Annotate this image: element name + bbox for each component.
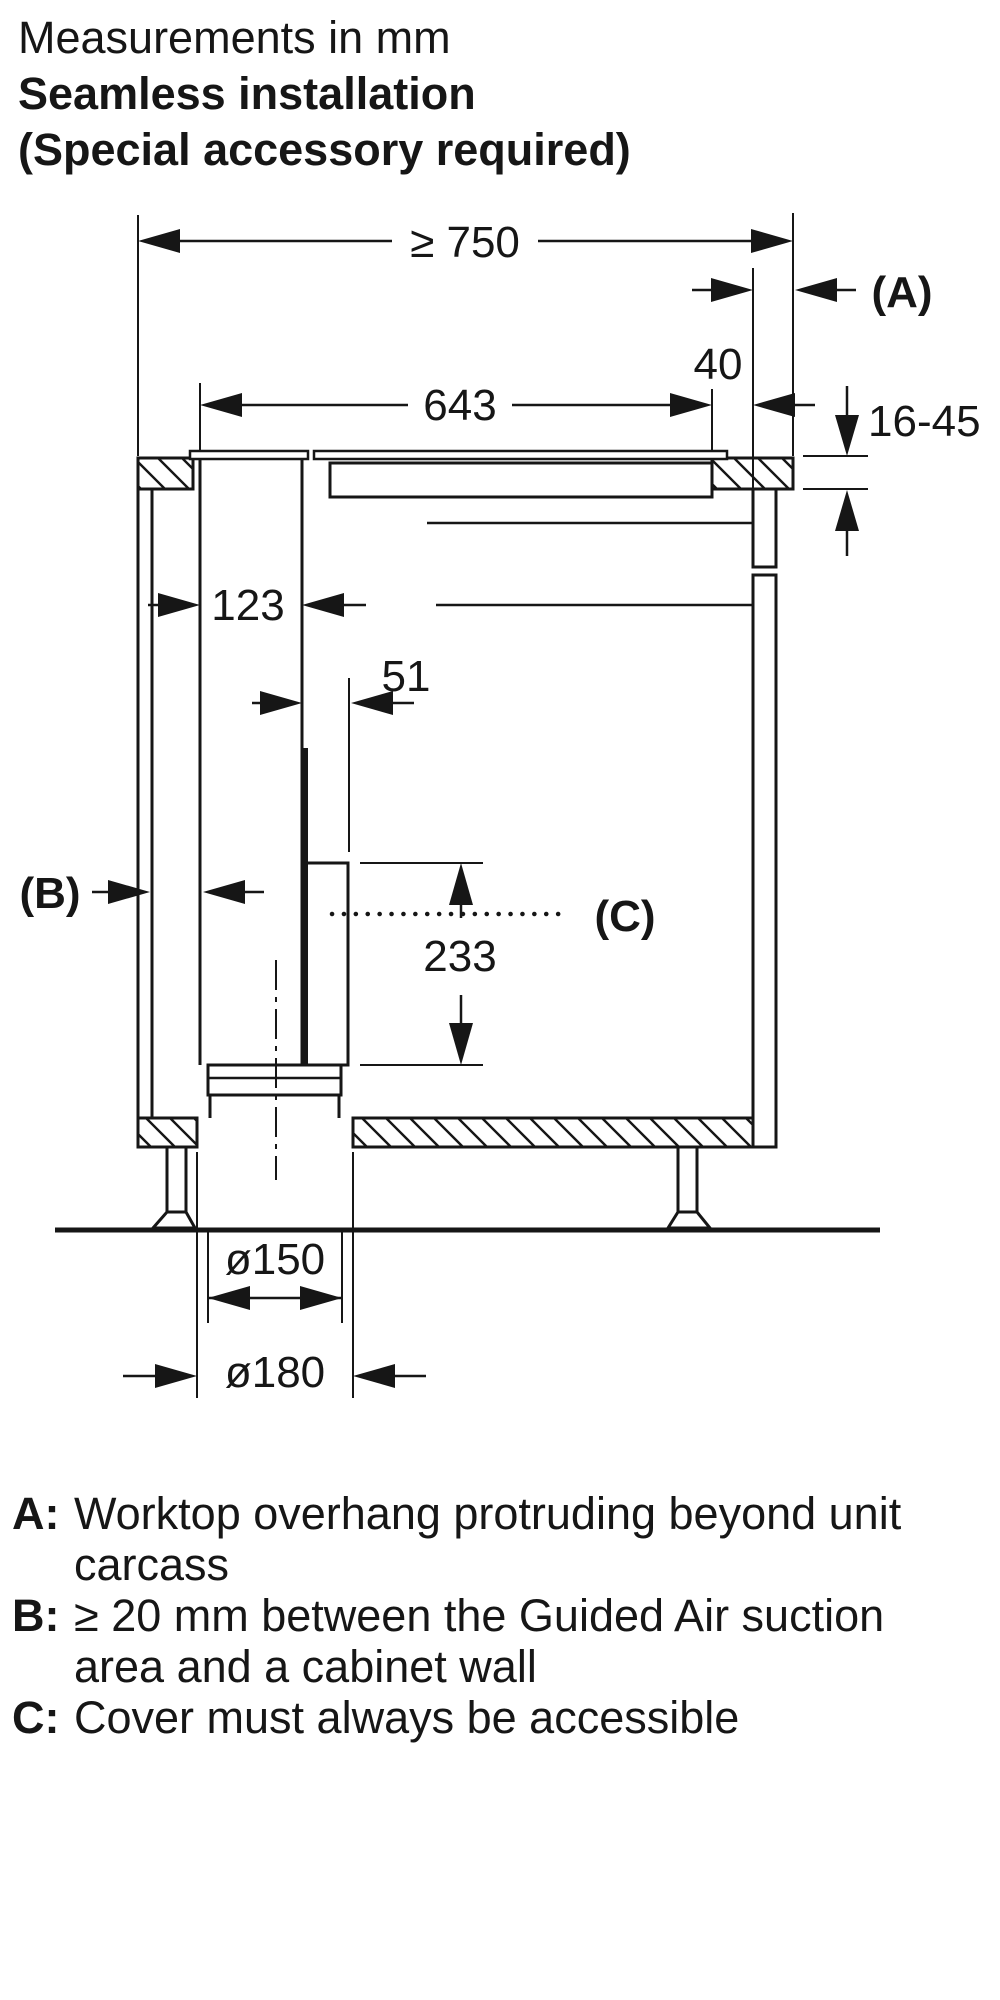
- legend-item-b: B: ≥ 20 mm between the Guided Air suctio…: [12, 1590, 972, 1692]
- duct-flange: [206, 1063, 343, 1097]
- arrow-right-icon: [670, 393, 712, 417]
- arrow-left-icon: [138, 229, 180, 253]
- cabinet-leg-right: [665, 1147, 714, 1230]
- dim-150-label: ø150: [225, 1235, 325, 1284]
- hob-body: [328, 461, 714, 499]
- dim-233-label: 233: [423, 932, 496, 981]
- arrow-left-icon: [203, 880, 245, 904]
- vent-cover-strip: [188, 449, 310, 461]
- dim-cover-height: [449, 863, 473, 1065]
- title-sub: (Special accessory required): [18, 124, 631, 175]
- arrow-up-icon: [835, 490, 859, 531]
- dim-40-label: 40: [694, 340, 743, 389]
- arrow-right-icon: [711, 278, 753, 302]
- cabinet-wall-left: [136, 489, 154, 1118]
- dim-51-label: 51: [382, 652, 431, 701]
- title-units: Measurements in mm: [18, 12, 451, 63]
- arrow-left-icon: [795, 278, 837, 302]
- callout-a-label: (A): [871, 268, 932, 317]
- arrow-right-icon: [751, 229, 793, 253]
- dim-180-label: ø180: [225, 1348, 325, 1397]
- arrow-left-icon: [208, 1286, 250, 1310]
- dim-duct-outer: [123, 1364, 426, 1388]
- worktop-left-section: [136, 456, 195, 491]
- dim-min-width-label: ≥ 750: [410, 218, 520, 267]
- cabinet-floor-right: [351, 1116, 755, 1149]
- dim-min-width: [138, 229, 793, 253]
- legend-key-a: A:: [12, 1488, 60, 1539]
- duct-tube: [208, 1095, 341, 1118]
- arrow-right-icon: [300, 1286, 342, 1310]
- worktop-right-section: [710, 456, 795, 491]
- arrow-left-icon: [351, 691, 393, 715]
- arrow-down-icon: [449, 1023, 473, 1065]
- legend-text-a: Worktop overhang protruding beyond unit …: [74, 1488, 902, 1590]
- legend-text-c: Cover must always be accessible: [74, 1692, 740, 1743]
- dim-callout-b: [92, 880, 264, 904]
- cabinet-floor-left: [136, 1116, 199, 1149]
- title-main: Seamless installation: [18, 68, 476, 119]
- legend-item-c: C: Cover must always be accessible: [12, 1692, 972, 1743]
- dim-643-label: 643: [423, 381, 496, 430]
- arrow-right-icon: [155, 1364, 197, 1388]
- dim-duct-width: [148, 593, 366, 617]
- duct-channel: [198, 459, 304, 1065]
- legend-key-c: C:: [12, 1692, 60, 1743]
- dim-cover-clearance: [252, 691, 414, 715]
- arrow-down-icon: [835, 415, 859, 456]
- arrow-right-icon: [158, 593, 200, 617]
- dim-123-label: 123: [211, 581, 284, 630]
- suction-area-marker: [302, 748, 308, 1067]
- arrow-left-icon: [302, 593, 344, 617]
- arrow-right-icon: [108, 880, 150, 904]
- cabinet-wall-right-upper: [751, 487, 778, 569]
- arrow-left-icon: [200, 393, 242, 417]
- title-block: Measurements in mm Seamless installation…: [18, 10, 631, 178]
- dim-hob-cutout: [200, 393, 815, 417]
- cabinet-wall-right-lower: [751, 573, 778, 1149]
- legend: A: Worktop overhang protruding beyond un…: [12, 1488, 972, 1743]
- legend-item-a: A: Worktop overhang protruding beyond un…: [12, 1488, 972, 1590]
- callout-b-label: (B): [19, 869, 80, 918]
- legend-text-b: ≥ 20 mm between the Guided Air suction a…: [74, 1590, 885, 1692]
- dim-callout-a: [692, 278, 856, 302]
- dim-16-45-label: 16-45: [868, 397, 981, 446]
- dim-worktop-thickness: [835, 386, 859, 556]
- hob-glass-strip: [312, 449, 729, 461]
- cabinet-leg-left: [149, 1147, 198, 1230]
- interior-lines: [427, 521, 752, 607]
- cover-box: [304, 861, 350, 1067]
- arrow-up-icon: [449, 863, 473, 905]
- legend-key-b: B:: [12, 1590, 60, 1641]
- arrow-left-icon: [753, 393, 795, 417]
- dim-duct-inner: [208, 1286, 342, 1310]
- extension-lines: [137, 213, 868, 1398]
- arrow-left-icon: [353, 1364, 395, 1388]
- callout-c-label: (C): [594, 892, 655, 941]
- arrow-right-icon: [260, 691, 302, 715]
